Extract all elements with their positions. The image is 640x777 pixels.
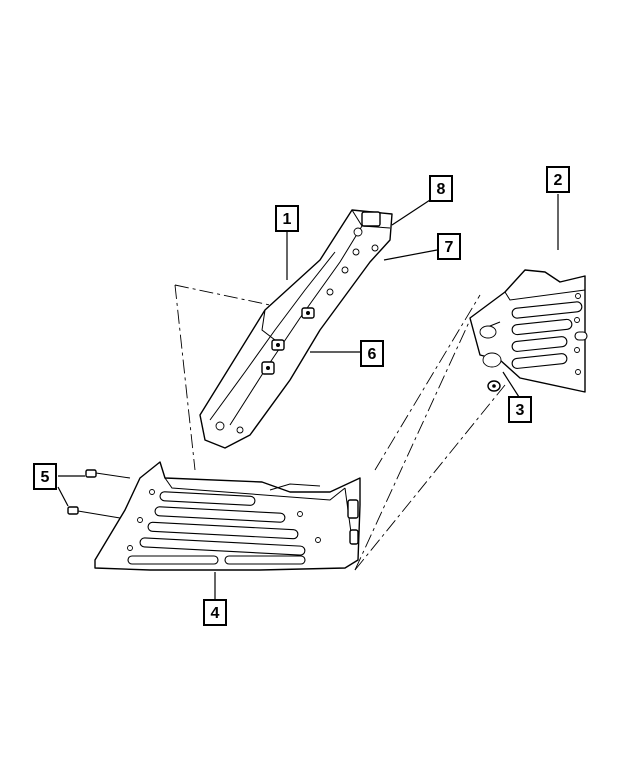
callout-2: 2: [546, 166, 570, 193]
callout-label-1: 1: [283, 211, 292, 228]
callout-label-3: 3: [516, 402, 525, 419]
callout-7: 7: [437, 233, 461, 260]
callout-5: 5: [33, 463, 57, 490]
skid-plate-right: [469, 269, 588, 393]
callout-label-4: 4: [211, 605, 220, 622]
callout-label-6: 6: [368, 346, 377, 363]
callout-label-7: 7: [445, 239, 454, 256]
leader-lines: [57, 194, 559, 600]
frame-rail-bracket: [199, 209, 393, 449]
callout-label-2: 2: [554, 172, 563, 189]
callout-8: 8: [429, 175, 453, 202]
callout-3: 3: [508, 396, 532, 423]
callout-4: 4: [203, 599, 227, 626]
nut-part-3: [487, 380, 501, 392]
callout-label-8: 8: [437, 181, 446, 198]
skid-plate-front: [94, 461, 361, 571]
phantom-lines: [174, 284, 506, 571]
callout-label-5: 5: [41, 469, 50, 486]
bolts-part-5: [67, 469, 131, 519]
callout-6: 6: [360, 340, 384, 367]
callout-1: 1: [275, 205, 299, 232]
